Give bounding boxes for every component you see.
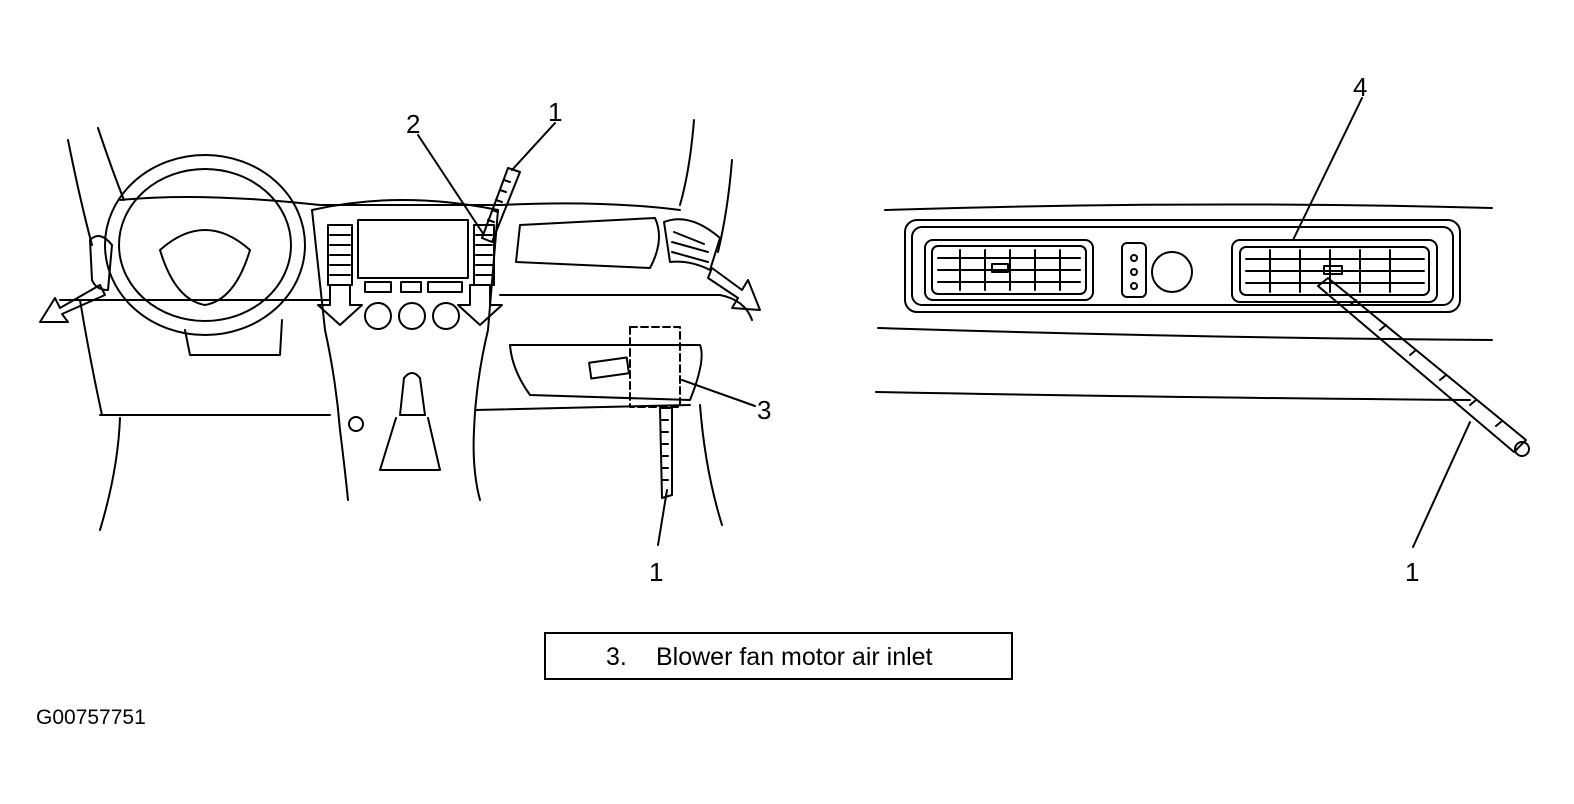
right-vent-louvers bbox=[1245, 249, 1425, 293]
switch-dot-1 bbox=[1130, 254, 1138, 262]
leader-line-1-bottom bbox=[657, 489, 668, 546]
switch-panel bbox=[1121, 242, 1147, 298]
control-button-2 bbox=[400, 281, 422, 293]
vent-right-view bbox=[875, 97, 1530, 548]
airflow-arrow-center-right bbox=[457, 284, 503, 326]
thermometer-lower bbox=[659, 407, 673, 499]
steering-column bbox=[184, 319, 283, 356]
thermometer-probe bbox=[1317, 277, 1527, 453]
leader-line-4 bbox=[1292, 97, 1363, 241]
switch-dot-2 bbox=[1130, 268, 1138, 276]
leader-line-2 bbox=[417, 134, 485, 236]
leader-line-1-top bbox=[511, 122, 556, 171]
callout-3: 3 bbox=[757, 395, 771, 425]
glove-box bbox=[509, 344, 703, 401]
steering-wheel-inner bbox=[118, 168, 292, 322]
figure-id: G00757751 bbox=[36, 706, 146, 729]
control-button-3 bbox=[427, 281, 463, 293]
left-center-vent-louvers bbox=[329, 234, 351, 276]
right-side-vent bbox=[663, 218, 721, 271]
thermometer-upper-ticks bbox=[487, 179, 511, 223]
callout-2: 2 bbox=[406, 109, 420, 139]
left-door-edge bbox=[79, 299, 121, 531]
airflow-arrow-left bbox=[39, 284, 106, 323]
control-knob-3 bbox=[432, 302, 460, 330]
left-vent-inner bbox=[931, 245, 1087, 295]
dash-mid-edge bbox=[877, 327, 1493, 341]
dash-lower-edge bbox=[875, 391, 1471, 401]
legend-number: 3. bbox=[606, 643, 627, 671]
left-vent-tab bbox=[991, 263, 1009, 273]
vent-knob bbox=[1151, 251, 1193, 293]
thermometer-probe-ticks bbox=[1349, 299, 1503, 427]
leader-line-1-right bbox=[1412, 421, 1471, 548]
switch-dot-3 bbox=[1130, 282, 1138, 290]
blower-inlet-box bbox=[629, 326, 681, 408]
vent-panel-inner bbox=[911, 226, 1454, 306]
callout-1-right: 1 bbox=[1405, 557, 1419, 587]
control-knob-1 bbox=[364, 302, 392, 330]
right-door-edge bbox=[699, 404, 723, 526]
thermometer-lower-ticks bbox=[661, 419, 669, 481]
dash-bottom-line bbox=[99, 404, 691, 416]
dash-top-line bbox=[119, 195, 681, 211]
right-vent-inner bbox=[1239, 246, 1430, 296]
airflow-arrow-right bbox=[707, 267, 761, 311]
right-vent bbox=[1231, 239, 1438, 303]
vent-panel-outer bbox=[904, 219, 1461, 313]
legend-box: 3. Blower fan motor air inlet bbox=[544, 632, 1013, 680]
passenger-airbag-panel bbox=[515, 217, 660, 269]
thermometer-upper bbox=[481, 167, 521, 243]
seat-knob bbox=[348, 416, 364, 432]
steering-wheel-outer bbox=[104, 154, 306, 336]
center-display bbox=[357, 219, 469, 279]
glove-box-handle bbox=[588, 356, 630, 380]
steering-wheel-hub bbox=[159, 229, 251, 306]
gear-shift bbox=[379, 372, 441, 471]
control-button-1 bbox=[364, 281, 392, 293]
callout-1-top: 1 bbox=[548, 97, 562, 127]
left-a-pillar bbox=[67, 127, 125, 246]
airflow-arrow-center-left bbox=[317, 284, 363, 326]
dashboard-left-view bbox=[39, 119, 761, 546]
right-vent-tab bbox=[1323, 265, 1343, 275]
control-knob-2 bbox=[398, 302, 426, 330]
thermometer-probe-tip bbox=[1514, 441, 1530, 457]
right-side-vent-louvers bbox=[671, 231, 709, 263]
dash-lower-line bbox=[59, 294, 753, 321]
right-a-pillar bbox=[679, 119, 733, 253]
callout-4: 4 bbox=[1353, 72, 1367, 102]
dash-top-edge bbox=[884, 203, 1493, 211]
callout-1-bottom: 1 bbox=[649, 557, 663, 587]
leader-line-3 bbox=[681, 379, 756, 407]
center-stack-outline bbox=[311, 199, 499, 501]
left-side-vent bbox=[89, 235, 113, 291]
left-vent bbox=[924, 239, 1094, 301]
legend-text: Blower fan motor air inlet bbox=[656, 643, 933, 671]
